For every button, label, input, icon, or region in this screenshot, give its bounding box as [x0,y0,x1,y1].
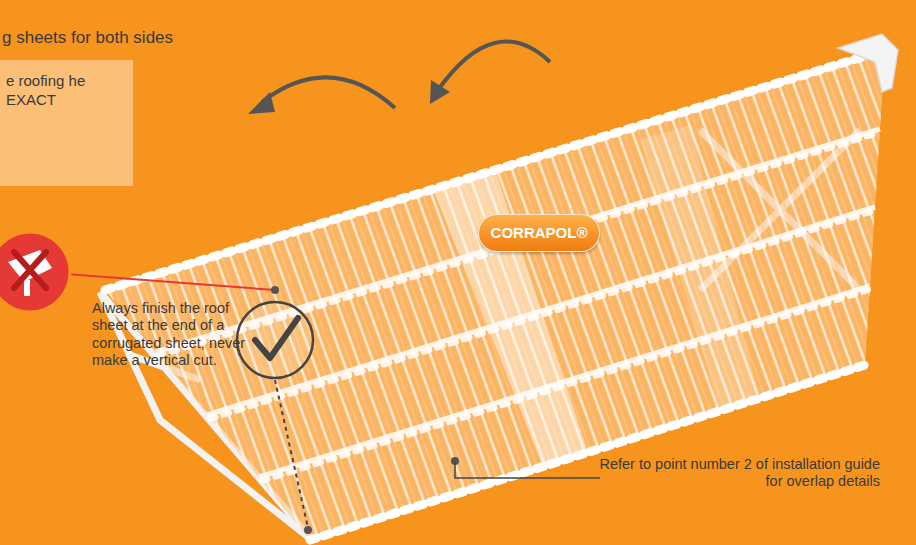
arrow-head [248,80,450,114]
cut-note: Always finish the roof sheet at the end … [92,300,260,370]
sheet-edge [105,50,885,540]
corrugated-sheets [105,50,885,540]
note-text: e roofing he EXACT [6,72,88,110]
check-icon [237,302,313,534]
brand-pill: CORRAPOL® [478,214,600,252]
overlap-note: Refer to point number 2 of installation … [590,456,880,491]
leader-line [451,457,600,478]
flip-arrow [262,42,550,108]
note-box: e roofing he EXACT [0,60,133,186]
purlin [156,129,880,477]
brand-name: CORRAPOL® [491,224,588,243]
ridge-cap [838,34,898,92]
heading-note: g sheets for both sides [2,28,262,48]
